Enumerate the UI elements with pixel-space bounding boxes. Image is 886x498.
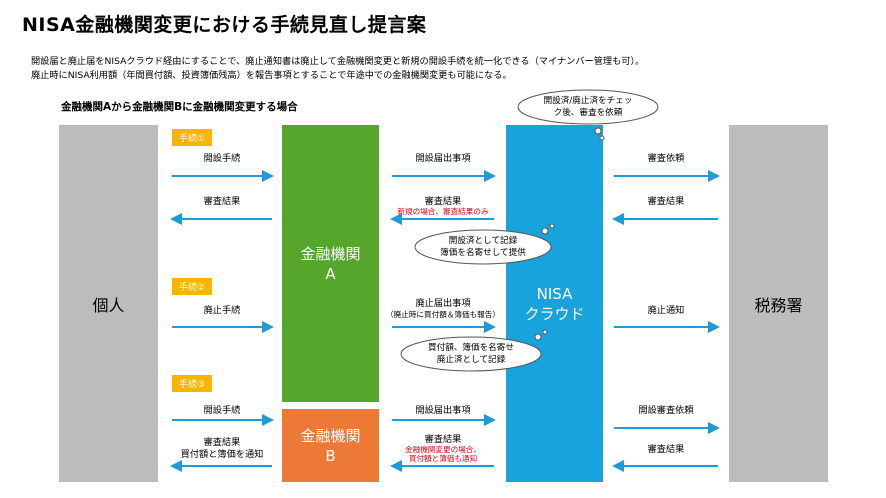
cloud-top-text: 開設済/廃止済をチェッ ク後、審査を依頼 [518, 95, 658, 119]
s1a-result-note: 新規の場合、審査結果のみ [397, 207, 489, 216]
s1a-open-submit-label: 開設届出事項 [415, 153, 471, 164]
cloud-mid1-line-1: 開設済として記録 [448, 236, 518, 246]
nisa-cloud-label-1: NISA [536, 284, 573, 303]
step-2-badge: 手続② [172, 278, 213, 295]
s3b-result-label: 審査結果 [424, 434, 462, 445]
s3b-result-note: 金融機関変更の場合、 買付額と簿価も通知 [382, 445, 504, 463]
cloud-mid2 [400, 329, 548, 372]
bank-b-label-1: 金融機関 [300, 426, 361, 445]
step-1-badge: 手続① [172, 129, 213, 146]
nisa-cloud-column: NISA クラウド [506, 125, 603, 482]
bank-a-label-2: A [325, 264, 336, 283]
s3b-open-submit-label: 開設届出事項 [415, 405, 471, 416]
cloud-mid1 [414, 223, 555, 265]
tax-office-label: 税務署 [754, 295, 803, 315]
cloud-mid2-line-1: 買付額、簿価を名寄せ [428, 343, 514, 353]
description-line-1: 開設届と廃止届をNISAクラウド経由にすることで、廃止通知書は廃止して金融機関変… [31, 56, 645, 67]
s3c-review-request-label: 開設審査依頼 [638, 405, 694, 416]
s3-result-label: 審査結果 買付額と簿価を通知 [164, 437, 280, 461]
page-title: NISA金融機関変更における手続見直し提言案 [22, 14, 427, 36]
s1a-result-label: 審査結果 [424, 196, 462, 207]
cloud-mid2-line-2: 廃止済として記録 [436, 355, 506, 365]
s2a-close-submit-label: 廃止届出事項 [415, 298, 471, 309]
case-heading: 金融機関Aから金融機関Bに金融機関変更する場合 [61, 101, 298, 113]
s1c-review-request-label: 審査依頼 [647, 153, 685, 164]
s3-result-line-2: 買付額と簿価を通知 [180, 449, 264, 460]
s3c-result-label: 審査結果 [647, 444, 685, 455]
nisa-cloud-label-2: クラウド [524, 304, 585, 323]
cloud-mid2-text: 買付額、簿価を名寄せ 廃止済として記録 [401, 342, 541, 366]
s2-close-label: 廃止手続 [203, 305, 241, 316]
cloud-mid1-text: 開設済として記録 簿価を名寄せして提供 [415, 235, 551, 259]
cloud-top-line-1: 開設済/廃止済をチェッ [543, 96, 633, 106]
cloud-top-line-2: ク後、審査を依頼 [553, 108, 623, 118]
cloud-mid1-line-2: 簿価を名寄せして提供 [440, 248, 526, 258]
bank-a-label-1: 金融機関 [300, 244, 361, 263]
s3-result-line-1: 審査結果 [203, 437, 241, 448]
bank-a-column: 金融機関 A [282, 125, 379, 402]
individual-column: 個人 [59, 125, 158, 482]
s3b-result-note-line-1: 金融機関変更の場合、 [405, 445, 481, 454]
bank-b-column: 金融機関 B [282, 409, 379, 482]
individual-label: 個人 [92, 295, 125, 315]
s3-open-label: 開設手続 [203, 405, 241, 416]
step-3-badge: 手続③ [172, 375, 213, 392]
s1-open-label: 開設手続 [203, 153, 241, 164]
s2c-close-notice-label: 廃止通知 [647, 305, 685, 316]
s1c-result-label: 審査結果 [647, 196, 685, 207]
tax-office-column: 税務署 [729, 125, 828, 482]
bank-b-label-2: B [325, 446, 336, 465]
s1-result-label: 審査結果 [203, 196, 241, 207]
cloud-top [517, 89, 659, 141]
s2a-close-note: （廃止時に買付額＆簿価も報告） [386, 310, 500, 319]
s3b-result-note-line-2: 買付額と簿価も通知 [408, 454, 478, 463]
description-line-2: 廃止時にNISA利用額（年間買付額、投資簿価残高）を報告事項とすることで年途中で… [31, 70, 512, 81]
